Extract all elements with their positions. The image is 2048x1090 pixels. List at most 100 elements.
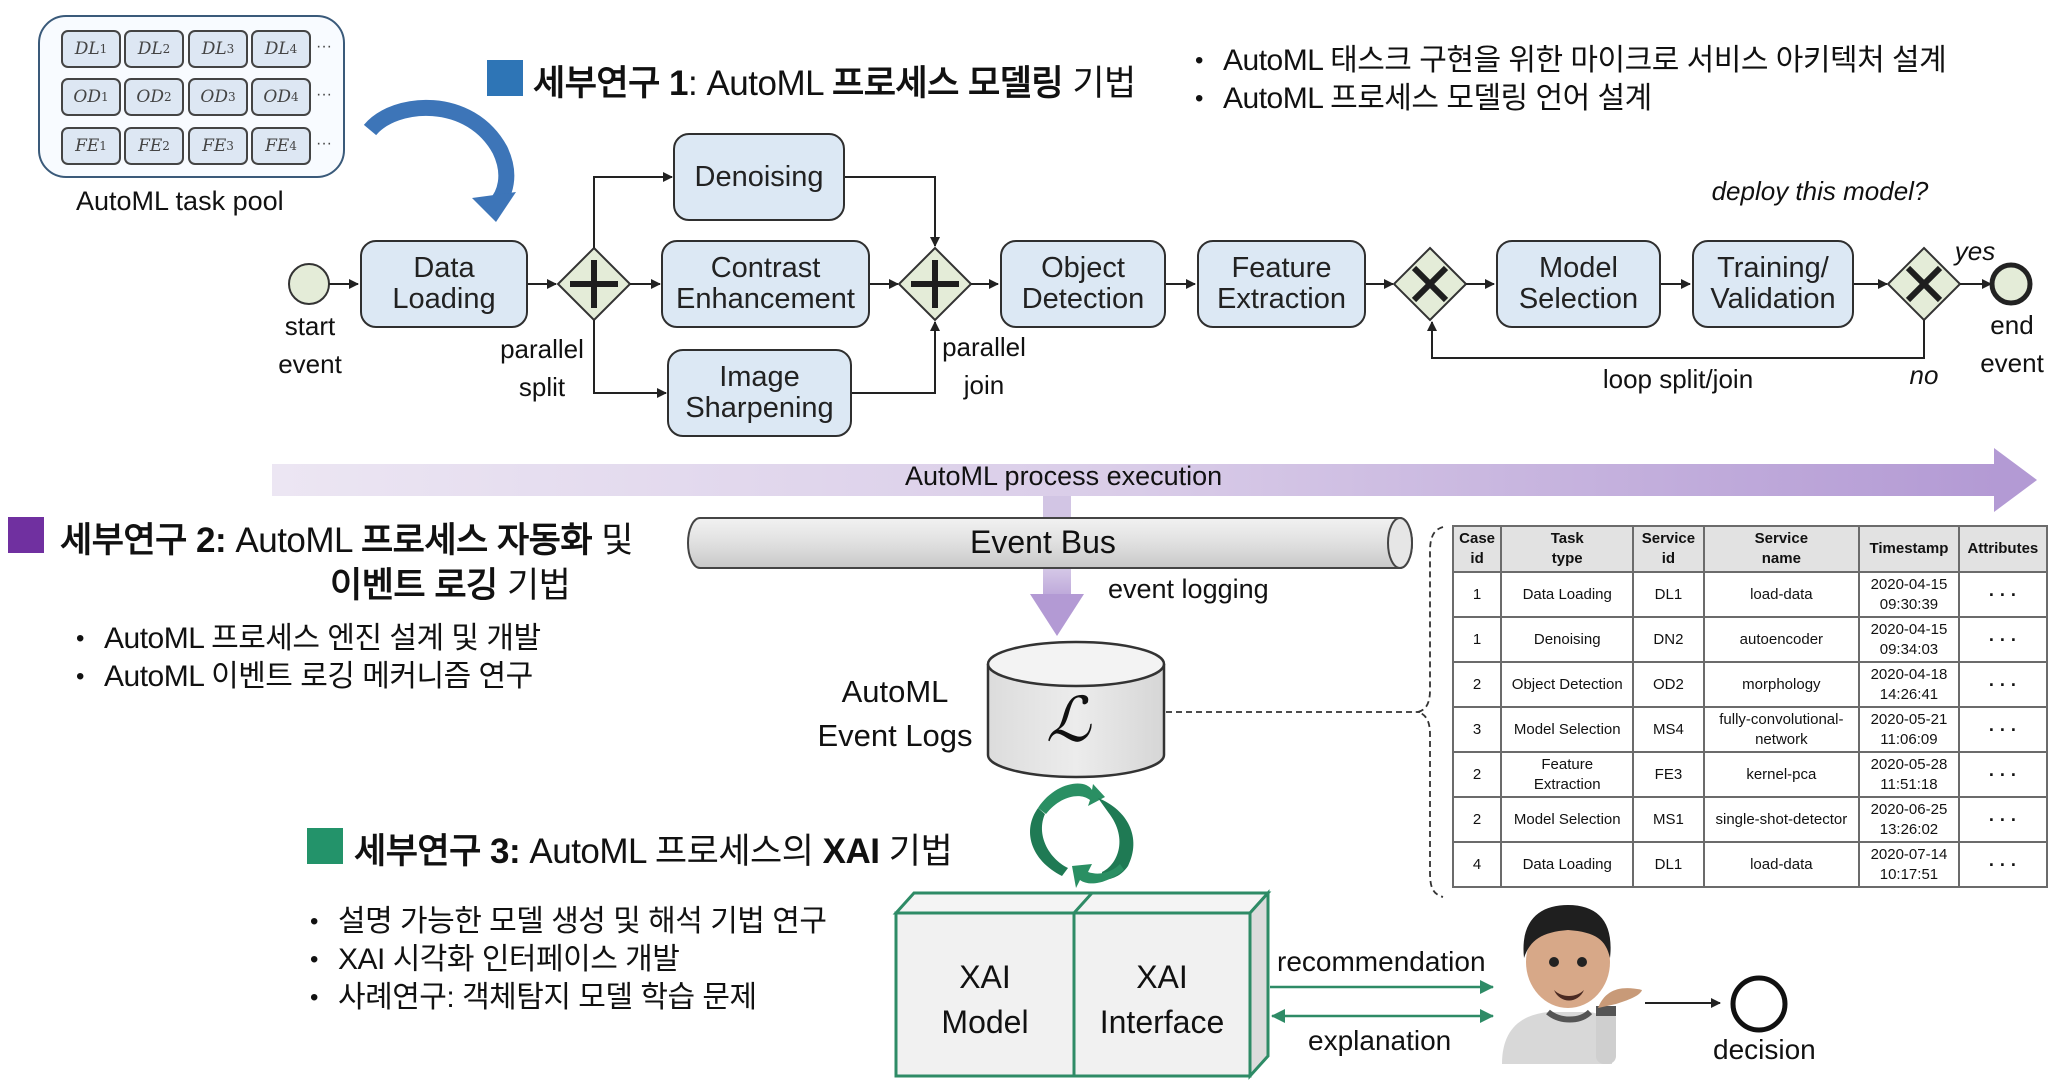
- recommendation-label: recommendation: [1277, 946, 1486, 977]
- table-cell: single-shot-detector: [1702, 796, 1861, 843]
- decision-label: decision: [1713, 1034, 1816, 1065]
- event-logs-label: AutoML Event Logs: [817, 674, 973, 753]
- research3-title-bold-2: XAI: [822, 832, 880, 871]
- pool-to-flow-arrow-icon: [363, 99, 516, 222]
- start-event-icon: [288, 263, 330, 305]
- table-cell: DL1: [1632, 841, 1705, 888]
- table-cell: DN2: [1632, 616, 1705, 663]
- table-cell: 2020-05-28 11:51:18: [1858, 751, 1960, 798]
- table-cell: load-data: [1702, 841, 1861, 888]
- research2-title-text-2: 및: [592, 521, 633, 560]
- table-cell: 2020-05-21 11:06:09: [1858, 706, 1960, 753]
- table-header-cell: Case id: [1451, 525, 1503, 573]
- research3-bullet: 설명 가능한 모델 생성 및 해석 기법 연구: [310, 903, 827, 941]
- table-cell: MS4: [1632, 706, 1705, 753]
- research2-title-line2: 이벤트 로깅 기법: [330, 557, 571, 608]
- research2-title-text-3: 기법: [497, 566, 571, 605]
- research1-title-text: : AutoML: [688, 64, 832, 103]
- research1-title-text-2: 기법: [1063, 64, 1136, 103]
- research3-color-square: [307, 828, 343, 864]
- flow-arrow: [852, 321, 940, 394]
- task-data-loading[interactable]: Data Loading: [360, 240, 528, 328]
- research1-color-square: [487, 60, 523, 96]
- table-cell: Denoising: [1500, 616, 1635, 663]
- research2-bullets: AutoML 프로세스 엔진 설계 및 개발 AutoML 이벤트 로깅 메커니…: [76, 620, 541, 696]
- parallel-split-gateway-icon: [556, 246, 632, 322]
- table-cell: Data Loading: [1500, 571, 1635, 618]
- table-cell: FE3: [1632, 751, 1705, 798]
- task-denoising[interactable]: Denoising: [673, 133, 845, 221]
- research2-title-bold-2: 프로세스 자동화: [360, 521, 593, 560]
- table-cell: 2: [1451, 661, 1503, 708]
- table-cell: Object Detection: [1500, 661, 1635, 708]
- research2-title: 세부연구 2: AutoML 프로세스 자동화 및: [60, 512, 633, 563]
- research1-title-bold: 세부연구 1: [533, 64, 689, 103]
- table-cell: Data Loading: [1500, 841, 1635, 888]
- yes-label: yes: [1954, 236, 1996, 266]
- task-model-selection[interactable]: Model Selection: [1496, 240, 1661, 328]
- table-cell: 4: [1451, 841, 1503, 888]
- research2-bullet: AutoML 이벤트 로깅 메커니즘 연구: [76, 658, 541, 696]
- research3-title-text-2: 기법: [879, 832, 953, 871]
- task-object-detection[interactable]: Object Detection: [1000, 240, 1166, 328]
- table-cell: · · ·: [1957, 751, 2048, 798]
- task-image-sharpening[interactable]: Image Sharpening: [667, 349, 852, 437]
- task-feature-extraction[interactable]: Feature Extraction: [1197, 240, 1366, 328]
- research1-title: 세부연구 1: AutoML 프로세스 모델링 기법: [533, 55, 1136, 106]
- table-cell: Model Selection: [1500, 796, 1635, 843]
- loop-back-arrow: [1427, 320, 1925, 359]
- table-cell: Feature Extraction: [1500, 751, 1635, 798]
- table-header-cell: Timestamp: [1858, 525, 1960, 573]
- process-execution-label: AutoML process execution: [905, 461, 1223, 491]
- process-execution-arrow-icon: [272, 448, 2037, 512]
- table-cell: 2: [1451, 796, 1503, 843]
- table-cell: 2020-04-18 14:26:41: [1858, 661, 1960, 708]
- table-header-cell: Attributes: [1957, 525, 2048, 573]
- xai-model-label: XAI Model: [941, 959, 1029, 1040]
- research3-bullet: 사례연구: 객체탐지 모델 학습 문제: [310, 979, 826, 1017]
- table-cell: morphology: [1702, 661, 1861, 708]
- flow-arrow: [845, 176, 940, 247]
- task-training-validation[interactable]: Training/ Validation: [1692, 240, 1854, 328]
- task-contrast-enhancement[interactable]: Contrast Enhancement: [661, 240, 870, 328]
- research1-bullet: AutoML 태스크 구현을 위한 마이크로 서비스 아키텍처 설계: [1195, 42, 1947, 80]
- table-cell: 2020-04-15 09:30:39: [1858, 571, 1960, 618]
- table-cell: 2020-07-14 10:17:51: [1858, 841, 1960, 888]
- decision-end-event-icon: [1730, 975, 1788, 1033]
- research3-bullet: XAI 시각화 인터페이스 개발: [310, 941, 826, 979]
- deploy-decision-gateway-icon: [1886, 246, 1962, 322]
- user-avatar-icon: [1502, 905, 1642, 1064]
- start-event-label: start event: [278, 311, 342, 379]
- table-cell: 3: [1451, 706, 1503, 753]
- research3-bullets: 설명 가능한 모델 생성 및 해석 기법 연구 XAI 시각화 인터페이스 개발…: [310, 903, 827, 1017]
- table-cell: kernel-pca: [1702, 751, 1861, 798]
- end-event-icon: [1989, 262, 2033, 306]
- table-cell: OD2: [1632, 661, 1705, 708]
- table-header-cell: Service name: [1702, 525, 1861, 573]
- table-header-cell: Task type: [1500, 525, 1635, 573]
- table-cell: Model Selection: [1500, 706, 1635, 753]
- research3-title-bold: 세부연구 3:: [354, 832, 521, 871]
- event-bus-label: Event Bus: [970, 524, 1116, 560]
- task-pool-more: ···: [316, 135, 332, 152]
